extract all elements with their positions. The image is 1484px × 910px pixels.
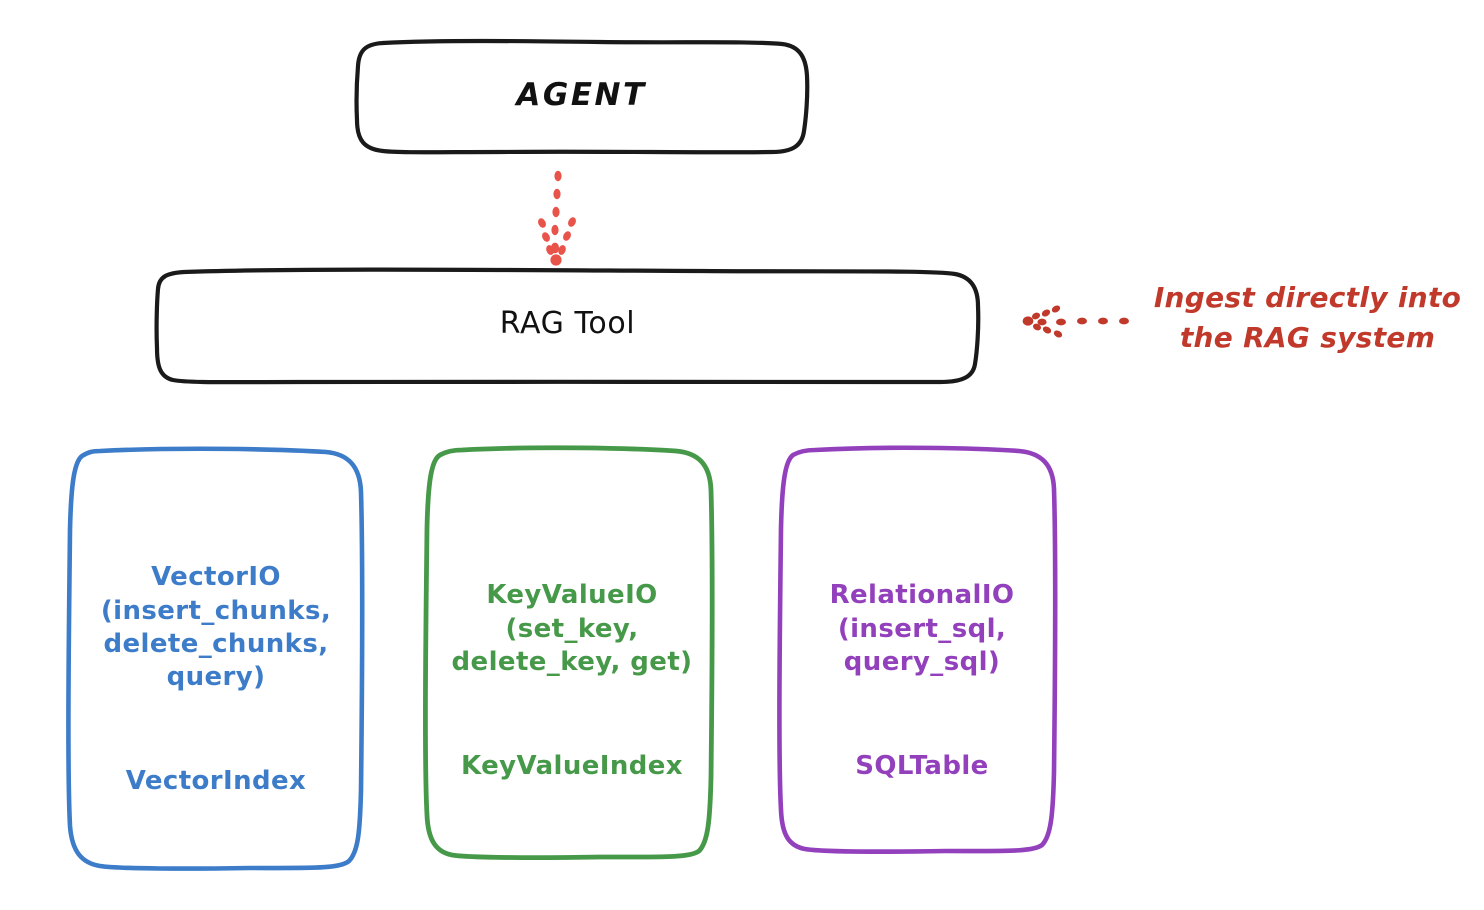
rag-tool-node-shape[interactable]: [154, 267, 981, 385]
agent-node-shape[interactable]: [354, 38, 810, 155]
agent-to-rag-connector: [538, 170, 576, 266]
ingest-annotation-connector: [1022, 305, 1129, 338]
vector-io-node-shape[interactable]: [66, 446, 365, 871]
relational-io-node-shape[interactable]: [777, 445, 1058, 854]
key-value-io-node-shape[interactable]: [423, 445, 715, 860]
